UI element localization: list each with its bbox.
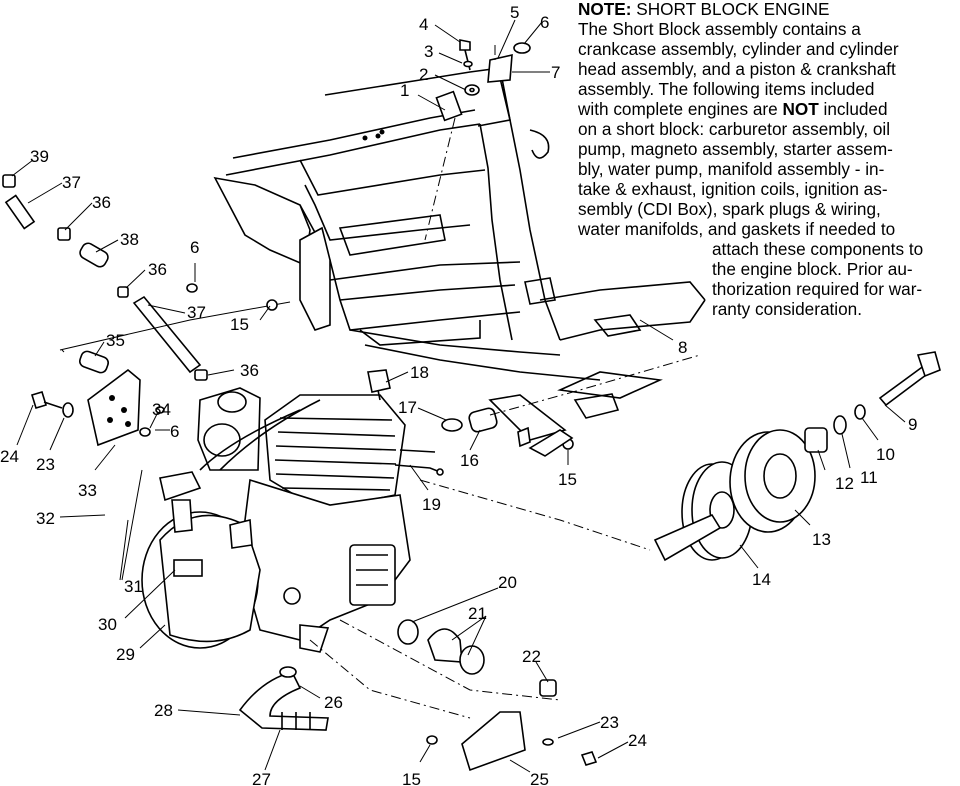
callout-31: 31 <box>124 577 143 596</box>
callout-9: 9 <box>908 415 917 434</box>
note-heading: NOTE: SHORT BLOCK ENGINE <box>578 0 830 19</box>
callout-36c: 36 <box>240 361 259 380</box>
callout-34: 34 <box>152 400 171 419</box>
callout-37b: 37 <box>187 303 206 322</box>
callout-8: 8 <box>678 338 687 357</box>
callout-36: 36 <box>92 193 111 212</box>
callout-23b: 23 <box>600 713 619 732</box>
note-line: crankcase assembly, cylinder and cylinde… <box>578 39 899 59</box>
top-mount-parts <box>424 39 531 241</box>
note-line: assembly. The following items included <box>578 79 875 99</box>
note-line: The Short Block assembly contains a <box>578 19 861 39</box>
callout-19: 19 <box>422 495 441 514</box>
callout-32: 32 <box>36 509 55 528</box>
callout-6b: 6 <box>190 238 199 257</box>
callout-37: 37 <box>62 173 81 192</box>
note-line: with complete engines are NOT included <box>578 99 888 119</box>
callout-17: 17 <box>398 398 417 417</box>
callout-28: 28 <box>154 701 173 720</box>
callout-23: 23 <box>36 455 55 474</box>
callout-22: 22 <box>522 647 541 666</box>
callout-24: 24 <box>0 447 19 466</box>
note-line: ranty consideration. <box>712 299 862 319</box>
callout-6c: 6 <box>170 422 179 441</box>
callout-3: 3 <box>424 42 433 61</box>
note-line: pump, magneto assembly, starter assem- <box>578 139 893 159</box>
drive-clutch-assembly <box>419 351 941 562</box>
leader-lines <box>11 19 906 773</box>
note-line: sembly (CDI Box), spark plugs & wiring, <box>578 199 881 219</box>
callout-2: 2 <box>419 65 428 84</box>
callout-29: 29 <box>116 645 135 664</box>
callout-20: 20 <box>498 573 517 592</box>
exhaust-parts <box>238 619 598 772</box>
callout-30: 30 <box>98 615 117 634</box>
callout-1: 1 <box>400 81 409 100</box>
callout-39: 39 <box>30 147 49 166</box>
note-line: thorization required for war- <box>712 279 923 299</box>
callout-38: 38 <box>120 230 139 249</box>
callout-16: 16 <box>460 451 479 470</box>
note-line: on a short block: carburetor assembly, o… <box>578 119 891 139</box>
callout-15b: 15 <box>558 470 577 489</box>
spark-plug <box>367 369 498 433</box>
callout-25: 25 <box>530 770 549 786</box>
callout-7: 7 <box>551 63 560 82</box>
callout-6: 6 <box>540 13 549 32</box>
callout-35: 35 <box>106 331 125 350</box>
callout-33: 33 <box>78 481 97 500</box>
engine-block <box>141 387 444 653</box>
note-line: take & exhaust, ignition coils, ignition… <box>578 179 888 199</box>
note-line: attach these components to <box>712 239 924 259</box>
callout-18: 18 <box>410 363 429 382</box>
callout-21: 21 <box>468 604 487 623</box>
callout-24b: 24 <box>628 731 647 750</box>
note-line: the engine block. Prior au- <box>712 259 913 279</box>
note-line: bly, water pump, manifold assembly - in- <box>578 159 885 179</box>
callout-13: 13 <box>812 530 831 549</box>
callout-11: 11 <box>860 468 878 487</box>
callout-15c: 15 <box>402 770 421 786</box>
callout-15: 15 <box>230 315 249 334</box>
callout-12: 12 <box>835 474 854 493</box>
callout-36b: 36 <box>148 260 167 279</box>
fender-panel <box>213 176 331 331</box>
callout-10: 10 <box>876 445 895 464</box>
callout-27: 27 <box>252 770 271 786</box>
callout-26: 26 <box>324 693 343 712</box>
callout-numbers: 4 5 6 3 2 7 1 39 37 36 38 6 36 37 15 35 … <box>0 3 917 786</box>
note-line: water manifolds, and gaskets if needed t… <box>578 219 896 239</box>
note-line: head assembly, and a piston & crankshaft <box>578 59 896 79</box>
callout-4: 4 <box>419 15 428 34</box>
engine-bracket-left <box>30 368 165 447</box>
callout-5: 5 <box>510 3 519 22</box>
callout-14: 14 <box>752 570 771 589</box>
coolant-hose-parts <box>2 174 291 381</box>
